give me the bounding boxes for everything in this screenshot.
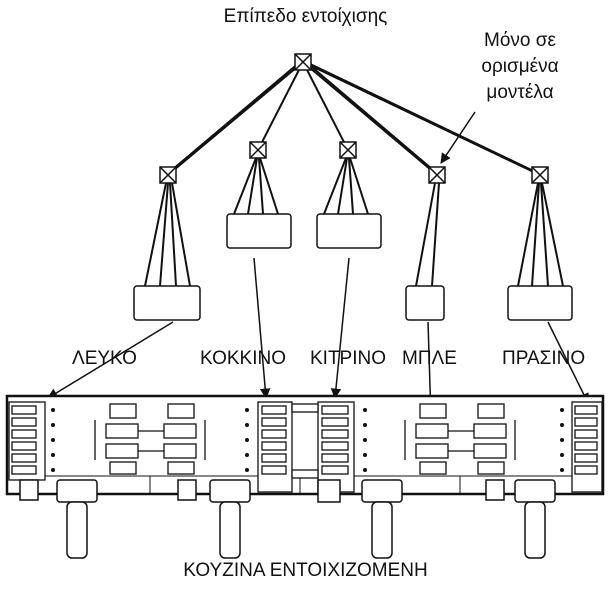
junction-green — [531, 166, 549, 184]
plug-yellow — [316, 213, 382, 249]
switch-module-left — [94, 403, 206, 475]
junction-blue — [428, 166, 446, 184]
terminal-block-white — [8, 401, 46, 481]
label-white: ΛΕΥΚΟ — [72, 348, 137, 369]
leader-lines — [47, 111, 589, 420]
terminal-dots — [51, 408, 564, 472]
bridge-links — [291, 403, 319, 479]
label-red: ΚΟΚΚΙΝΟ — [200, 348, 286, 369]
note-line-3: μοντέλα — [486, 82, 554, 103]
main-trunk-lines — [165, 61, 543, 176]
plug-green — [507, 285, 573, 321]
plug-blue — [405, 285, 445, 321]
diagram-title: Επίπεδο εντοίχισης — [223, 6, 388, 27]
knob-shafts — [19, 479, 556, 559]
junction-yellow — [339, 141, 357, 159]
junction-boxes — [159, 53, 549, 184]
terminal-block-yellow — [317, 401, 355, 493]
junction-red — [249, 141, 267, 159]
label-green: ΠΡΑΣΙΝΟ — [502, 348, 586, 369]
label-yellow: ΚΙΤΡΙΝΟ — [310, 348, 387, 369]
junction-top — [294, 53, 312, 71]
switch-module-right — [404, 403, 516, 475]
plug-white — [133, 285, 201, 321]
note-line-1: Μόνο σε — [484, 30, 556, 51]
diagram-footer: ΚΟΥΖΙΝΑ ΕΝΤΟΙΧΙΖΟΜΕΝΗ — [183, 560, 428, 581]
plug-red — [226, 213, 292, 249]
label-blue: ΜΠΛΕ — [402, 348, 457, 369]
branch-wires — [144, 157, 564, 287]
terminal-block-green — [571, 401, 603, 493]
note-line-2: ορισμένα — [481, 56, 559, 77]
hob-base — [5, 394, 605, 496]
note-some-models: Μόνο σε ορισμένα μοντέλα — [455, 28, 585, 106]
terminal-block-red — [257, 401, 293, 493]
junction-white — [159, 166, 177, 184]
plug-boxes — [133, 213, 573, 321]
